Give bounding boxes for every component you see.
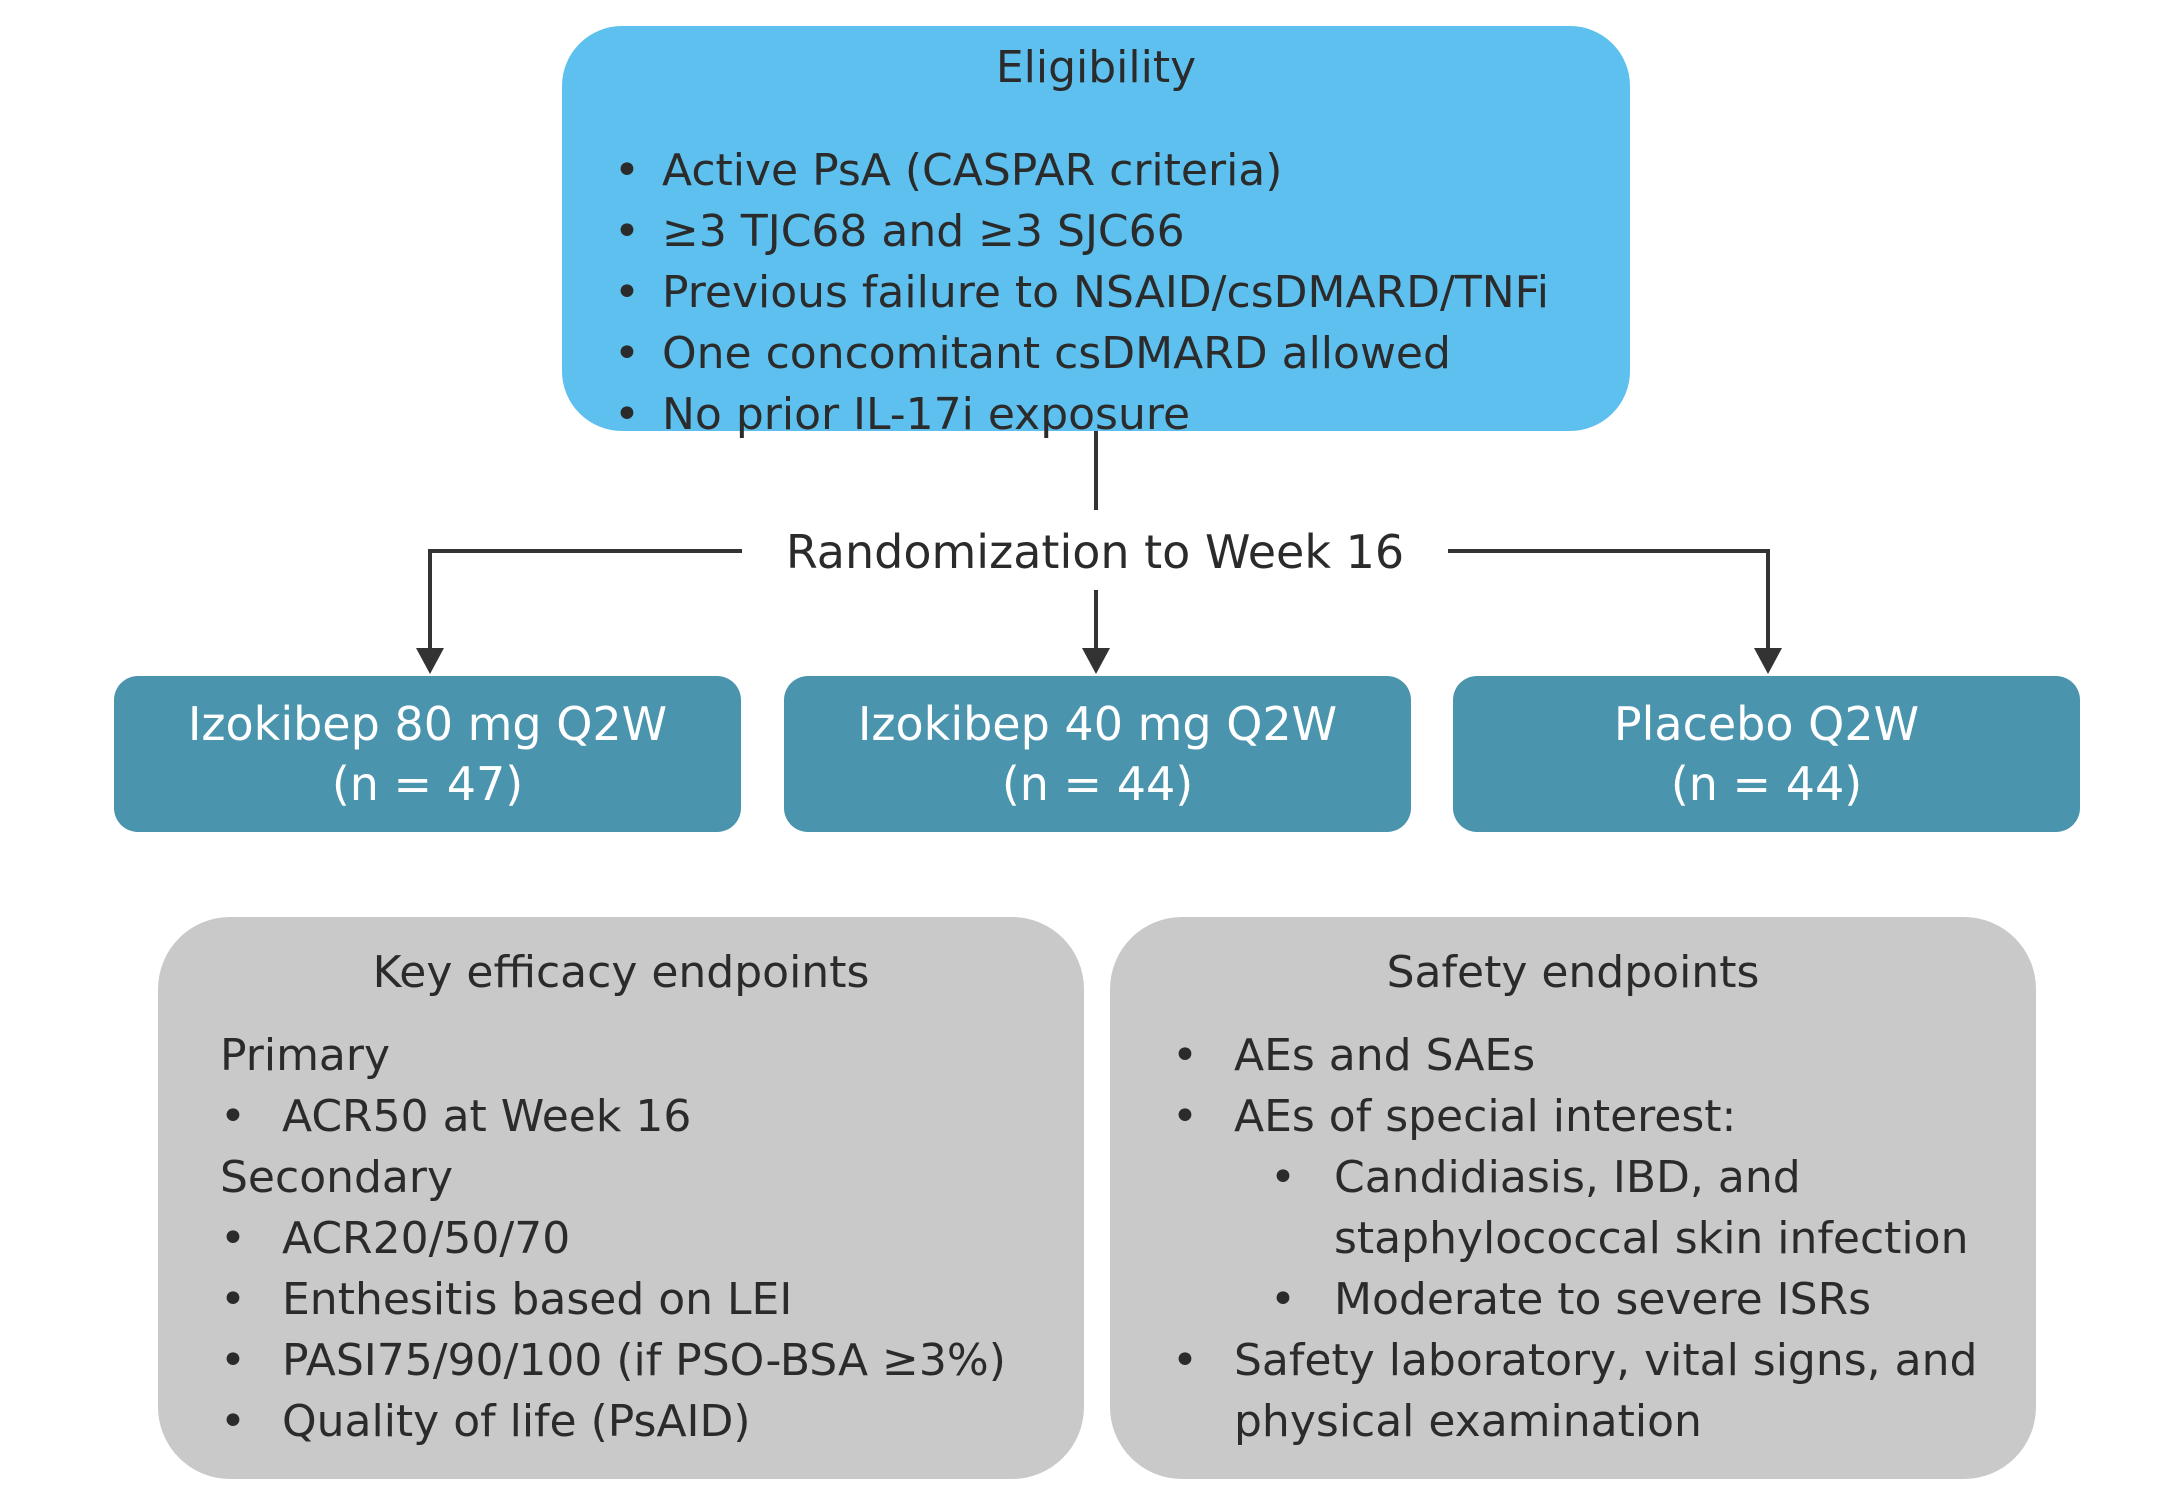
bullet: •	[614, 267, 640, 318]
bullet: •	[614, 206, 640, 257]
bullet: •	[1172, 1335, 1198, 1386]
bullet: •	[614, 328, 640, 379]
bullet: •	[220, 1091, 246, 1142]
eligibility-title: Eligibility	[995, 42, 1197, 93]
eligibility-box: Eligibility • Active PsA (CASPAR criteria…	[562, 26, 1630, 440]
bullet: •	[220, 1274, 246, 1325]
efficacy-secondary-item: Quality of life (PsAID)	[282, 1396, 751, 1447]
list-item: • Moderate to severe ISRs	[1172, 1269, 1977, 1330]
list-item: • ACR20/50/70	[220, 1208, 1006, 1269]
safety-item: AEs and SAEs	[1234, 1030, 1536, 1081]
safety-subitem-continued: staphylococcal skin infection	[1334, 1213, 1969, 1264]
list-item: • PASI75/90/100 (if PSO-BSA ≥3%)	[220, 1330, 1006, 1391]
eligibility-item-text: No prior IL-17i exposure	[662, 389, 1191, 440]
bullet: •	[1270, 1274, 1296, 1325]
arm-placebo: Placebo Q2W (n = 44)	[1453, 676, 2080, 832]
efficacy-title: Key efficacy endpoints	[372, 947, 870, 998]
arm-izokibep-40: Izokibep 40 mg Q2W (n = 44)	[784, 676, 1411, 832]
list-item-continuation: staphylococcal skin infection	[1172, 1208, 1977, 1269]
randomization-label: Randomization to Week 16	[785, 525, 1405, 579]
efficacy-secondary-item: Enthesitis based on LEI	[282, 1274, 793, 1325]
safety-item-continued: physical examination	[1234, 1396, 1702, 1447]
bullet: •	[614, 389, 640, 440]
safety-item: Safety laboratory, vital signs, and	[1234, 1335, 1978, 1386]
connector-right-branch	[1448, 549, 1770, 650]
bullet: •	[614, 145, 640, 196]
bullet: •	[1270, 1152, 1296, 1203]
bullet: •	[1172, 1030, 1198, 1081]
safety-endpoints-box: Safety endpoints • AEs and SAEs • AEs of s…	[1110, 917, 2036, 1479]
bullet: •	[220, 1213, 246, 1264]
efficacy-endpoints-box: Key efficacy endpoints Primary • ACR50 at…	[158, 917, 1084, 1479]
eligibility-list: • Active PsA (CASPAR criteria) • ≥3 TJC68…	[614, 140, 1549, 445]
list-item: • Enthesitis based on LEI	[220, 1269, 1006, 1330]
arm-name: Izokibep 40 mg Q2W	[857, 697, 1338, 751]
eligibility-item: • Previous failure to NSAID/csDMARD/TNFi	[614, 262, 1549, 323]
arm-izokibep-80: Izokibep 80 mg Q2W (n = 47)	[114, 676, 741, 832]
list-item: • AEs of special interest:	[1172, 1086, 1977, 1147]
arm-n: (n = 47)	[331, 757, 524, 811]
connector-left-branch	[428, 549, 742, 650]
eligibility-item-text: Active PsA (CASPAR criteria)	[662, 145, 1283, 196]
secondary-heading: Secondary	[220, 1152, 454, 1203]
list-item-continuation: physical examination	[1172, 1391, 1977, 1452]
safety-subitem: Candidiasis, IBD, and	[1334, 1152, 1801, 1203]
eligibility-item-text: One concomitant csDMARD allowed	[662, 328, 1451, 379]
efficacy-body: Primary • ACR50 at Week 16 Secondary • ACR…	[220, 1025, 1006, 1452]
list-item: • Candidiasis, IBD, and	[1172, 1147, 1977, 1208]
eligibility-item: • ≥3 TJC68 and ≥3 SJC66	[614, 201, 1549, 262]
arm-n: (n = 44)	[1670, 757, 1863, 811]
arrowhead-right	[1754, 648, 1782, 674]
primary-heading: Primary	[220, 1030, 391, 1081]
bullet: •	[220, 1396, 246, 1447]
safety-item: AEs of special interest:	[1234, 1091, 1737, 1142]
arrowhead-left	[416, 648, 444, 674]
safety-subitem: Moderate to severe ISRs	[1334, 1274, 1872, 1325]
bullet: •	[220, 1335, 246, 1386]
safety-title: Safety endpoints	[1386, 947, 1760, 998]
eligibility-item-text: Previous failure to NSAID/csDMARD/TNFi	[662, 267, 1549, 318]
efficacy-secondary-item: PASI75/90/100 (if PSO-BSA ≥3%)	[282, 1335, 1006, 1386]
safety-body: •AEs and SAEs •AEs of special interest: …	[1172, 1025, 1977, 1452]
list-item: • ACR50 at Week 16	[220, 1086, 1006, 1147]
eligibility-item: • One concomitant csDMARD allowed	[614, 323, 1549, 384]
eligibility-item-text: ≥3 TJC68 and ≥3 SJC66	[662, 206, 1185, 257]
list-item: • Quality of life (PsAID)	[220, 1391, 1006, 1452]
bullet: •	[1172, 1091, 1198, 1142]
efficacy-secondary-item: ACR20/50/70	[282, 1213, 571, 1264]
eligibility-item: • No prior IL-17i exposure	[614, 384, 1549, 445]
list-item: • AEs and SAEs	[1172, 1025, 1977, 1086]
arrowhead-center	[1082, 648, 1110, 674]
arm-n: (n = 44)	[1001, 757, 1194, 811]
arm-name: Placebo Q2W	[1613, 697, 1920, 751]
efficacy-primary-item: ACR50 at Week 16	[282, 1091, 692, 1142]
list-item: • Safety laboratory, vital signs, and	[1172, 1330, 1977, 1391]
arm-name: Izokibep 80 mg Q2W	[187, 697, 668, 751]
eligibility-item: • Active PsA (CASPAR criteria)	[614, 140, 1549, 201]
